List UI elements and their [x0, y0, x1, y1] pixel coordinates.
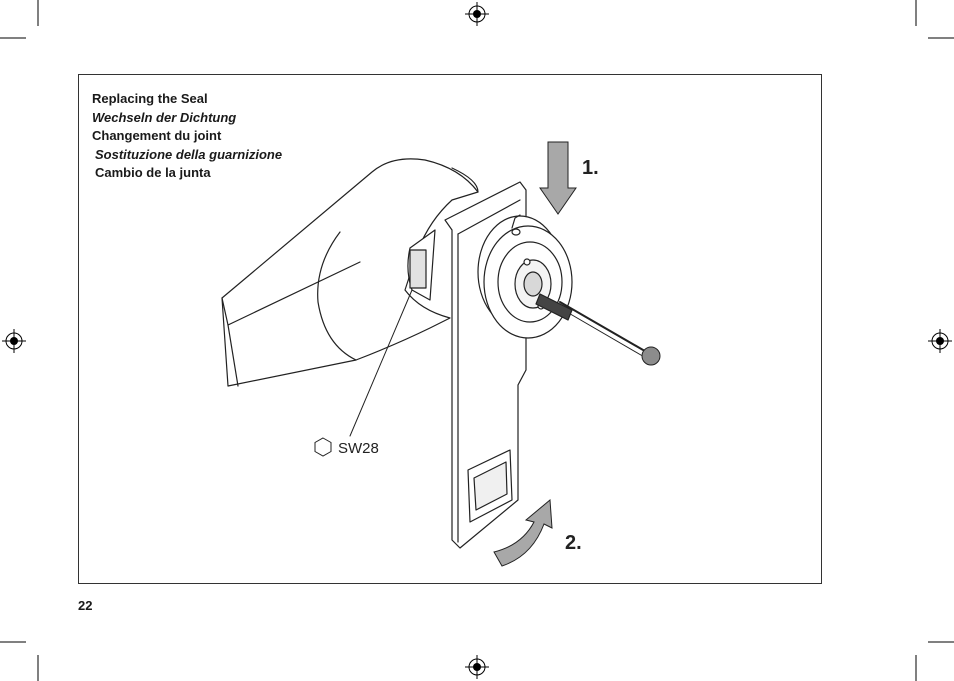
- tool-body: [221, 158, 479, 387]
- registration-mark-top: [465, 2, 489, 26]
- curved-arrow-icon: [493, 498, 553, 567]
- figure-frame: [78, 74, 822, 584]
- heading-fr: Changement du joint: [92, 128, 222, 143]
- heading-it: Sostituzione della guarnizione: [95, 146, 283, 162]
- registration-mark-bottom: [465, 655, 489, 679]
- hexagon-icon: [314, 437, 332, 457]
- page-number: 22: [78, 598, 93, 613]
- rod-ball-tip: [641, 346, 661, 366]
- heading-block: Replacing the Seal Wechseln der Dichtung…: [92, 90, 282, 183]
- heading-en: Replacing the Seal: [92, 91, 208, 106]
- step-2-label: 2.: [565, 532, 582, 554]
- heading-es: Cambio de la junta: [95, 165, 211, 180]
- step-1-label: 1.: [582, 157, 599, 179]
- registration-mark-left: [2, 329, 26, 353]
- registration-mark-right: [928, 329, 952, 353]
- heading-de: Wechseln der Dichtung: [92, 109, 237, 125]
- arrow-down-icon: [539, 141, 577, 215]
- wrench-size-label: SW28: [338, 440, 379, 457]
